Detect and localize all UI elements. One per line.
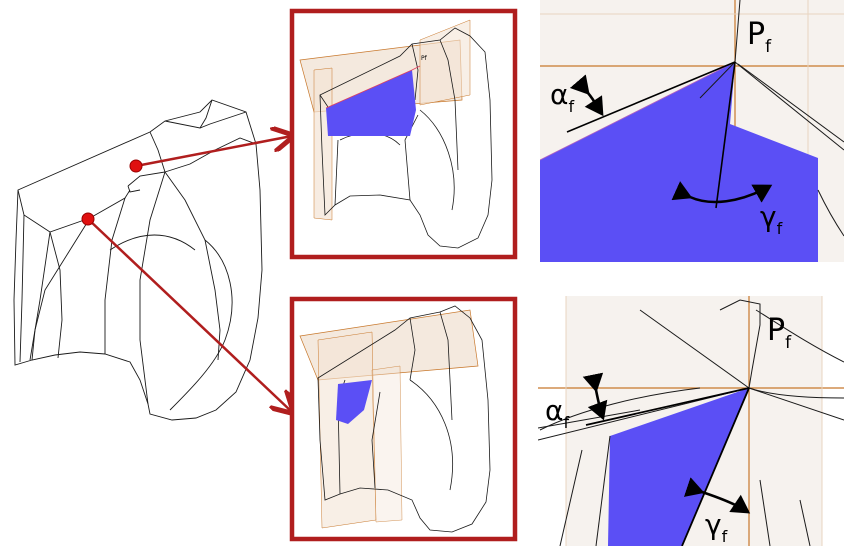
clearance-edge-line [566, 61, 736, 133]
bottom-zoom-view: Pf αf γf [538, 296, 844, 546]
top-plane-label: Pf [747, 17, 772, 57]
rake-angle-arc [671, 181, 773, 204]
top-rake-label: γf [760, 200, 783, 238]
arrow-to-bottom-detail [87, 218, 292, 412]
clearance-angle-arc [569, 74, 604, 117]
top-detail-panel: Pf [289, 8, 518, 260]
point-marker-inner [81, 212, 95, 226]
top-zoom-rake-face [540, 62, 818, 262]
callout-arrows [81, 136, 292, 412]
bottom-plane-label: Pf [767, 313, 792, 353]
drill-overview [13, 99, 263, 421]
bottom-rake-angle-arc [683, 477, 751, 514]
bottom-rake-face [336, 380, 372, 424]
bottom-clearance-angle-arc [582, 372, 608, 421]
point-marker-outer [129, 159, 143, 173]
bottom-zoom-rake-face [608, 388, 749, 546]
svg-text:Pf: Pf [421, 55, 428, 62]
bottom-detail-panel [289, 296, 518, 542]
top-rake-face [326, 70, 416, 136]
bottom-clearance-edge-line [585, 387, 750, 426]
top-zoom-view: Pf αf γf [540, 0, 844, 262]
bottom-clearance-label: αf [545, 394, 569, 432]
bottom-rake-edge-line [681, 387, 750, 546]
bottom-rake-label: γf [705, 508, 728, 546]
top-clearance-label: αf [550, 78, 574, 116]
arrow-to-top-detail [135, 136, 292, 168]
